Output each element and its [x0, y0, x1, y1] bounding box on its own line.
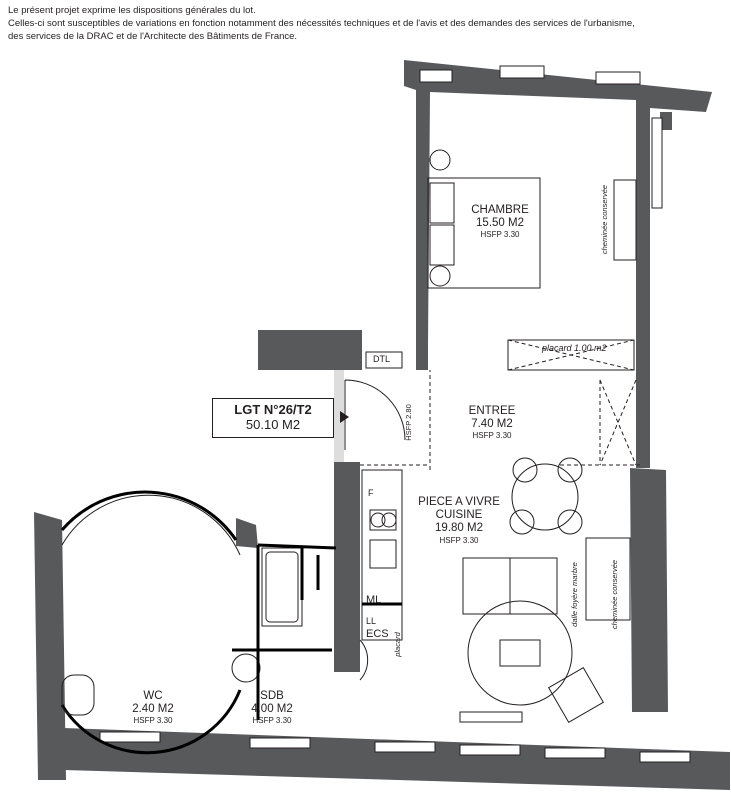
room-area: 2.40 M2 — [132, 703, 174, 716]
room-hsfp: HSFP 3.30 — [252, 716, 292, 726]
walls — [34, 60, 730, 790]
annotation-ml: ML — [366, 594, 382, 606]
annotation-placard-ecs: placard — [392, 632, 402, 657]
annotation-frigo: F — [368, 488, 374, 498]
room-hsfp: HSFP 3.30 — [480, 230, 520, 240]
room-hsfp: HSFP 3.30 — [133, 716, 173, 726]
entrance-arrow-icon — [340, 411, 349, 423]
lot-area: 50.10 M2 — [245, 417, 301, 432]
annotation-placard: placard 1.00 m2 — [542, 343, 607, 353]
room-hsfp: HSFP 3.30 — [439, 535, 479, 545]
room-area: 7.40 M2 — [471, 418, 513, 431]
partitions — [232, 543, 402, 720]
room-name: ENTREE — [468, 405, 516, 417]
notice-line: Celles-ci sont susceptibles de variation… — [8, 18, 635, 29]
annotation-ecs: ECS — [366, 628, 389, 640]
room-name-2: CUISINE — [435, 509, 483, 522]
room-label-wc: WC 2.40 M2 HSFP 3.30 — [132, 690, 174, 726]
room-name: SDB — [260, 690, 284, 702]
room-name: WC — [143, 690, 163, 702]
windows — [99, 65, 691, 763]
annotation-hsfp-entry: HSFP 2.80 — [403, 404, 413, 441]
annotation-dalle-foyere: dalle foyère marbre — [569, 562, 579, 627]
room-area: 15.50 M2 — [476, 217, 524, 230]
annotation-cheminee-sejour: cheminée conservée — [610, 559, 620, 630]
room-label-piece-a-vivre: PIECE A VIVRE CUISINE 19.80 M2 HSFP 3.30 — [418, 496, 500, 545]
lot-label-box: LGT N°26/T2 50.10 M2 — [212, 398, 334, 438]
annotation-dtl: DTL — [373, 354, 391, 364]
room-area: 19.80 M2 — [435, 522, 483, 535]
annotation-ll: LL — [366, 616, 377, 626]
lot-title: LGT N°26/T2 — [234, 402, 312, 417]
fixtures — [60, 149, 640, 755]
annotation-cheminee-chambre: cheminée conservée — [600, 184, 610, 255]
room-label-entree: ENTREE 7.40 M2 HSFP 3.30 — [469, 405, 516, 441]
room-area: 4.00 M2 — [251, 703, 293, 716]
notice-line: des services de la DRAC et de l'Architec… — [8, 31, 298, 42]
room-hsfp: HSFP 3.30 — [472, 431, 512, 441]
room-label-chambre: CHAMBRE 15.50 M2 HSFP 3.30 — [471, 204, 529, 240]
room-name: CHAMBRE — [471, 204, 529, 216]
notice-line: Le présent projet exprime les dispositio… — [8, 5, 256, 16]
room-label-sdb: SDB 4.00 M2 HSFP 3.30 — [251, 690, 293, 726]
disclaimer-notice: Le présent projet exprime les dispositio… — [8, 4, 635, 43]
room-name: PIECE A VIVRE — [418, 496, 500, 508]
